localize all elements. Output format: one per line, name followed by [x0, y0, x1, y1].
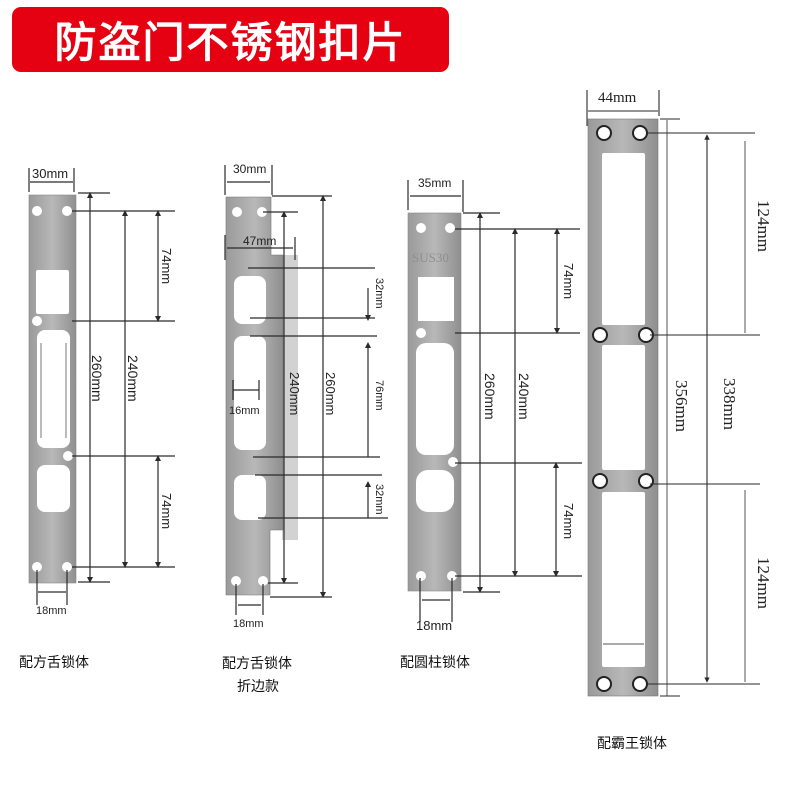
material-stamp: SUS30 — [412, 250, 449, 265]
dim-hole-span: 240mm — [516, 373, 532, 420]
plate-4-labels: 44mm 356mm 338mm 124mm 124mm — [598, 90, 773, 609]
dim-hole-span: 240mm — [125, 355, 141, 402]
dim-upper-slot: 32mm — [373, 278, 385, 309]
upper-slot — [234, 276, 266, 324]
dim-hole-pitch: 18mm — [36, 605, 67, 617]
screw-hole-icon — [416, 223, 426, 233]
screw-hole-icon — [596, 676, 612, 692]
screw-hole-icon — [232, 207, 242, 217]
dim-top-seg: 74mm — [561, 263, 576, 299]
dim-slot-width: 16mm — [229, 405, 260, 417]
screw-hole-icon — [416, 571, 426, 581]
dim-overall: 356mm — [672, 380, 691, 432]
lower-window — [37, 465, 70, 512]
dim-hole-span: 338mm — [720, 378, 739, 430]
screw-hole-icon — [32, 316, 42, 326]
dim-bottom-seg: 124mm — [754, 557, 773, 609]
screw-hole-icon — [416, 328, 426, 338]
plate-4 — [587, 118, 659, 697]
bolt-slot — [416, 343, 454, 455]
caption-plate-2: 配方舌锁体 — [222, 656, 292, 672]
plate-3-labels: 35mm 260mm 240mm 74mm 74mm 18mm — [416, 176, 576, 633]
latch-window — [36, 270, 69, 314]
screw-hole-icon — [447, 571, 457, 581]
plate-1 — [28, 194, 77, 584]
lower-window — [602, 492, 645, 667]
latch-window — [418, 277, 454, 321]
cylinder-window — [416, 470, 454, 512]
screw-hole-icon — [632, 125, 648, 141]
dim-width: 35mm — [418, 176, 451, 190]
screw-hole-icon — [638, 473, 654, 489]
dim-bottom-seg: 74mm — [561, 503, 576, 539]
upper-window — [602, 153, 645, 325]
dim-overall: 260mm — [482, 373, 498, 420]
dim-width: 30mm — [233, 162, 266, 176]
dim-top-seg: 124mm — [754, 200, 773, 252]
lower-slot — [234, 475, 266, 520]
screw-hole-icon — [63, 451, 73, 461]
screw-hole-icon — [62, 206, 72, 216]
plate-2-dimensions — [224, 165, 388, 615]
middle-slot — [234, 336, 266, 450]
dim-width: 30mm — [32, 166, 68, 181]
caption-plate-3: 配圆柱锁体 — [400, 655, 470, 671]
screw-hole-icon — [231, 576, 241, 586]
plate-1-dimensions — [28, 168, 175, 605]
plate-3-dimensions — [407, 180, 582, 622]
dim-hole-span: 240mm — [287, 372, 302, 415]
screw-hole-icon — [32, 206, 42, 216]
dim-hole-pitch: 18mm — [233, 618, 264, 630]
dim-lower-slot: 32mm — [373, 484, 385, 515]
caption-plate-2-sub: 折边款 — [237, 679, 279, 695]
caption-plate-1: 配方舌锁体 — [19, 655, 89, 671]
screw-hole-icon — [258, 576, 268, 586]
middle-window — [602, 345, 645, 470]
plate-3: SUS30 — [407, 212, 462, 592]
dim-width: 44mm — [598, 90, 637, 106]
plate-4-dimensions — [586, 90, 760, 697]
screw-hole-icon — [32, 562, 42, 572]
screw-hole-icon — [62, 562, 72, 572]
screw-hole-icon — [632, 676, 648, 692]
screw-hole-icon — [448, 457, 458, 467]
plate-2-labels: 30mm 47mm 240mm 260mm 32mm 76mm 32mm 16m… — [229, 162, 385, 630]
dim-overall: 260mm — [323, 372, 338, 415]
dim-hole-pitch: 18mm — [416, 618, 452, 633]
screw-hole-icon — [592, 473, 608, 489]
banner-title: 防盗门不锈钢扣片 — [54, 18, 407, 67]
dim-middle-slot: 76mm — [373, 380, 385, 411]
dim-flange-width: 47mm — [243, 234, 276, 248]
dim-overall: 260mm — [89, 355, 105, 402]
screw-hole-icon — [445, 223, 455, 233]
dim-top-seg: 74mm — [159, 248, 174, 284]
caption-plate-4: 配霸王锁体 — [597, 736, 667, 752]
title-banner: 防盗门不锈钢扣片 — [12, 7, 449, 72]
screw-hole-icon — [596, 125, 612, 141]
screw-hole-icon — [257, 207, 267, 217]
plate-1-labels: 30mm 260mm 240mm 74mm 74mm 18mm — [32, 166, 174, 617]
screw-hole-icon — [592, 327, 608, 343]
dim-bottom-seg: 74mm — [159, 493, 174, 529]
bolt-slot — [37, 330, 70, 448]
